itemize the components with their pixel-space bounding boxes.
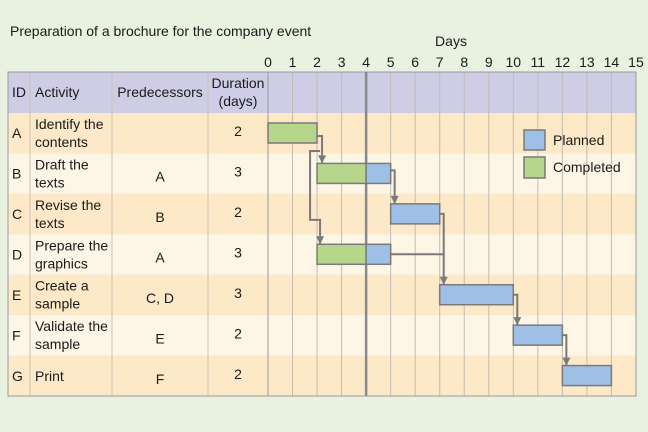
task-predecessors: B (155, 209, 164, 225)
day-tick-label: 9 (485, 54, 493, 70)
task-activity: contents (35, 134, 88, 150)
task-activity: Revise the (35, 197, 101, 213)
legend-planned-swatch (523, 129, 546, 151)
day-tick-label: 15 (628, 54, 644, 70)
dependency-arrow (439, 212, 445, 285)
completed-bar (316, 162, 367, 185)
planned-bar (512, 324, 564, 346)
task-duration: 2 (234, 204, 242, 220)
task-id: F (12, 327, 21, 343)
table-row (8, 193, 636, 235)
header-duration-unit: (days) (219, 93, 258, 109)
completed-bar (267, 122, 318, 144)
header-id: ID (12, 84, 26, 100)
chart-title: Preparation of a brochure for the compan… (10, 23, 311, 39)
day-tick-label: 1 (289, 54, 297, 70)
day-tick-label: 10 (506, 54, 522, 70)
planned-bar (365, 243, 392, 266)
arrowhead (439, 276, 448, 285)
axis-label: Days (435, 33, 467, 49)
planned-bar (365, 162, 392, 185)
task-id: A (12, 125, 22, 141)
arrowhead (562, 357, 571, 366)
planned-bar (438, 283, 515, 306)
table-row (8, 355, 636, 397)
dependency-arrow (562, 334, 568, 366)
arrowhead (318, 155, 327, 164)
table-border (7, 71, 637, 397)
arrowhead (390, 195, 399, 204)
task-id: E (12, 287, 21, 303)
header-predecessors: Predecessors (117, 84, 203, 100)
task-activity: Create a (35, 278, 89, 294)
header-activity: Activity (35, 84, 79, 100)
day-tick-label: 11 (531, 54, 546, 70)
completed-bar (316, 243, 367, 266)
day-tick-label: 12 (555, 54, 571, 70)
legend-completed-label: Completed (553, 159, 621, 175)
task-activity: Identify the (35, 116, 104, 132)
day-tick-label: 7 (436, 54, 444, 70)
day-tick-label: 2 (313, 54, 321, 70)
task-activity: sample (35, 336, 80, 352)
task-duration: 2 (234, 366, 242, 382)
day-tick-label: 4 (362, 54, 370, 70)
task-duration: 3 (234, 164, 242, 180)
legend-completed-swatch (523, 156, 546, 179)
task-id: B (12, 166, 21, 182)
task-duration: 2 (234, 123, 242, 139)
day-tick-label: 3 (338, 54, 346, 70)
task-activity: sample (35, 296, 80, 312)
task-id: C (12, 206, 22, 222)
task-id: G (12, 368, 23, 384)
task-activity: Print (35, 368, 64, 384)
day-tick-label: 14 (604, 54, 620, 70)
task-activity: Draft the (35, 156, 89, 172)
task-predecessors: A (155, 169, 165, 185)
task-id: D (12, 247, 22, 263)
task-predecessors: C, D (146, 290, 174, 306)
day-tick-label: 0 (264, 54, 272, 70)
header-duration: Duration (212, 75, 265, 91)
task-predecessors: A (155, 250, 165, 266)
planned-bar (389, 203, 441, 225)
arrowhead (316, 236, 325, 245)
table-row (8, 274, 636, 316)
task-predecessors: E (155, 330, 164, 346)
task-duration: 2 (234, 325, 242, 341)
legend-planned-label: Planned (553, 132, 604, 148)
dependency-arrow (317, 135, 324, 164)
planned-bar (561, 364, 613, 387)
task-activity: Validate the (35, 318, 108, 334)
task-duration: 3 (234, 285, 242, 301)
task-activity: texts (35, 174, 65, 190)
task-activity: texts (35, 215, 65, 231)
day-tick-label: 6 (411, 54, 419, 70)
day-tick-label: 5 (387, 54, 395, 70)
table-header-row (8, 72, 636, 113)
task-duration: 3 (234, 245, 242, 261)
dependency-arrow (513, 293, 519, 326)
day-tick-label: 8 (460, 54, 468, 70)
task-activity: graphics (35, 255, 88, 271)
arrowhead (513, 317, 522, 326)
day-tick-label: 13 (579, 54, 595, 70)
task-activity: Prepare the (35, 237, 108, 253)
dependency-arrow (390, 169, 396, 204)
dependency-arrow (309, 150, 322, 245)
task-predecessors: F (156, 371, 165, 387)
